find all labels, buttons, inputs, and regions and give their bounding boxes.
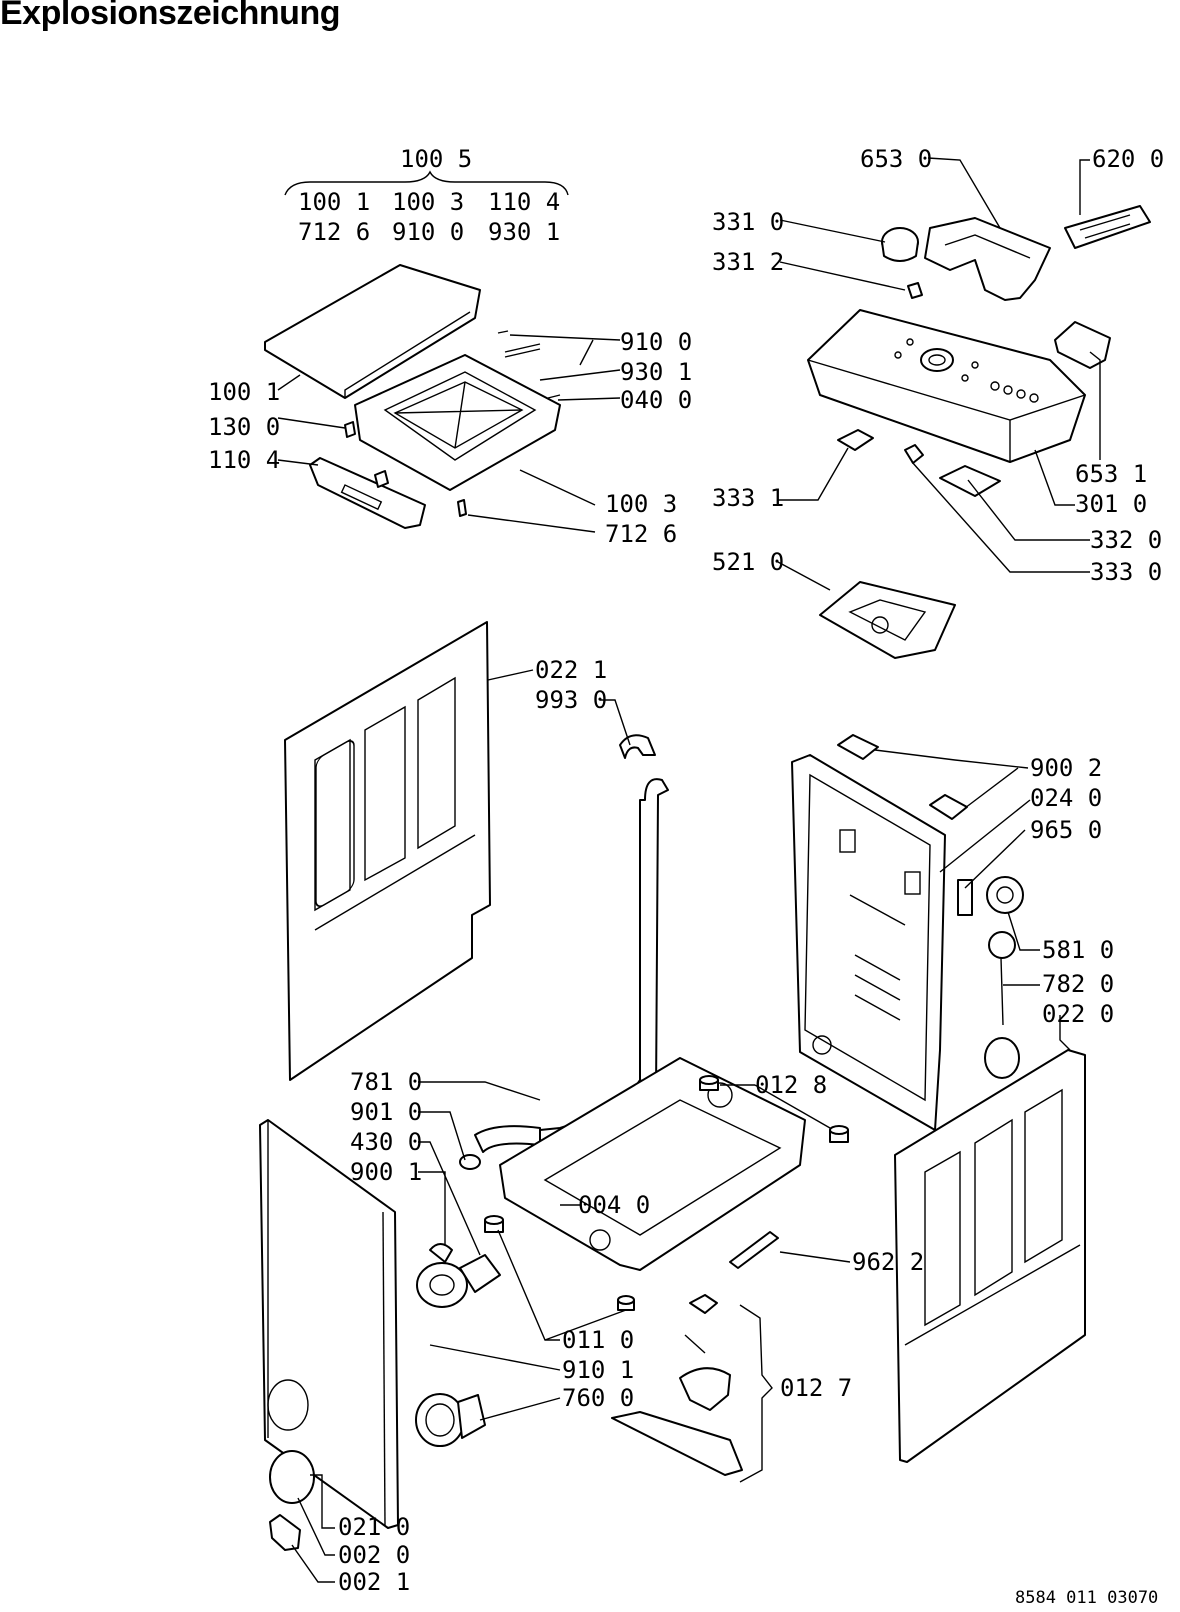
small-clips-panel — [837, 429, 1001, 497]
feet — [484, 1075, 849, 1311]
detergent-drawer-front — [309, 457, 426, 529]
part-label: 333 1 — [712, 484, 784, 512]
control-panel — [807, 309, 1086, 463]
part-label: 333 0 — [1090, 558, 1162, 586]
part-label: 900 2 — [1030, 754, 1102, 782]
part-label: 653 1 — [1075, 460, 1147, 488]
part-label: 331 0 — [712, 208, 784, 236]
group-header: 100 5 100 1 100 3 110 4 712 6 910 0 930 … — [284, 145, 569, 246]
part-label: 962 2 — [852, 1248, 924, 1276]
part-label: 012 8 — [755, 1071, 827, 1099]
filter-small — [957, 879, 973, 916]
service-flap — [269, 1450, 315, 1504]
group-header-cell: 712 6 — [298, 218, 370, 246]
filter-housing-parts — [611, 1294, 743, 1476]
part-label: 100 3 — [605, 490, 677, 518]
electronic-board — [1064, 205, 1151, 249]
group-header-cell: 110 4 — [488, 188, 560, 216]
part-label: 004 0 — [578, 1191, 650, 1219]
button-module-right — [1054, 321, 1111, 369]
part-label: 011 0 — [562, 1326, 634, 1354]
part-label: 301 0 — [1075, 490, 1147, 518]
part-label: 910 0 — [620, 328, 692, 356]
part-label: 760 0 — [562, 1384, 634, 1412]
part-label: 581 0 — [1042, 936, 1114, 964]
group-header-top: 100 5 — [400, 145, 472, 173]
part-label: 022 1 — [535, 656, 607, 684]
page-title: Explosionszeichnung — [0, 0, 340, 32]
leader-lines — [277, 157, 1101, 1583]
part-label: 521 0 — [712, 548, 784, 576]
part-label: 712 6 — [605, 520, 677, 548]
left-side-panel — [284, 621, 491, 1081]
part-label: 002 0 — [338, 1541, 410, 1569]
part-label: 002 1 — [338, 1568, 410, 1596]
part-label: 040 0 — [620, 386, 692, 414]
flap-hinge — [269, 1514, 301, 1551]
right-side-panel — [894, 1049, 1086, 1463]
front-panel — [259, 1119, 399, 1529]
back-panel — [791, 754, 946, 1131]
part-label: 332 0 — [1090, 526, 1162, 554]
part-label: 130 0 — [208, 413, 280, 441]
document-number: 8584 011 03070 — [1015, 1588, 1159, 1608]
drain-pump — [416, 1243, 501, 1308]
part-label: 930 1 — [620, 358, 692, 386]
pulley-and-counterweight — [984, 876, 1024, 1079]
pump-filter — [415, 1393, 486, 1447]
part-label: 900 1 — [350, 1158, 422, 1186]
top-lid — [264, 264, 481, 399]
base-frame — [499, 1057, 806, 1271]
group-header-cell: 910 0 — [392, 218, 464, 246]
part-label: 331 2 — [712, 248, 784, 276]
part-label: 910 1 — [562, 1356, 634, 1384]
group-header-cell: 100 1 — [298, 188, 370, 216]
part-label: 965 0 — [1030, 816, 1102, 844]
part-label: 781 0 — [350, 1068, 422, 1096]
group-header-cell: 100 3 — [392, 188, 464, 216]
back-panel-clips — [837, 734, 968, 820]
part-label: 024 0 — [1030, 784, 1102, 812]
part-label: 620 0 — [1092, 145, 1164, 173]
part-label: 901 0 — [350, 1098, 422, 1126]
part-label: 993 0 — [535, 686, 607, 714]
program-knob — [881, 227, 923, 299]
part-label: 021 0 — [338, 1513, 410, 1541]
part-label: 100 1 — [208, 378, 280, 406]
part-label: 110 4 — [208, 446, 280, 474]
part-label: 022 0 — [1042, 1000, 1114, 1028]
panel-bracket — [924, 217, 1051, 301]
small-parts-top — [344, 330, 561, 517]
part-labels: 653 0 620 0 331 0 331 2 910 0 930 1 040 … — [208, 145, 1164, 1596]
guide-rail — [729, 1231, 779, 1269]
group-header-cell: 930 1 — [488, 218, 560, 246]
top-frame — [354, 354, 561, 491]
part-label: 782 0 — [1042, 970, 1114, 998]
detergent-dispenser — [819, 581, 956, 659]
part-label: 653 0 — [860, 145, 932, 173]
part-label: 430 0 — [350, 1128, 422, 1156]
part-label: 012 7 — [780, 1374, 852, 1402]
